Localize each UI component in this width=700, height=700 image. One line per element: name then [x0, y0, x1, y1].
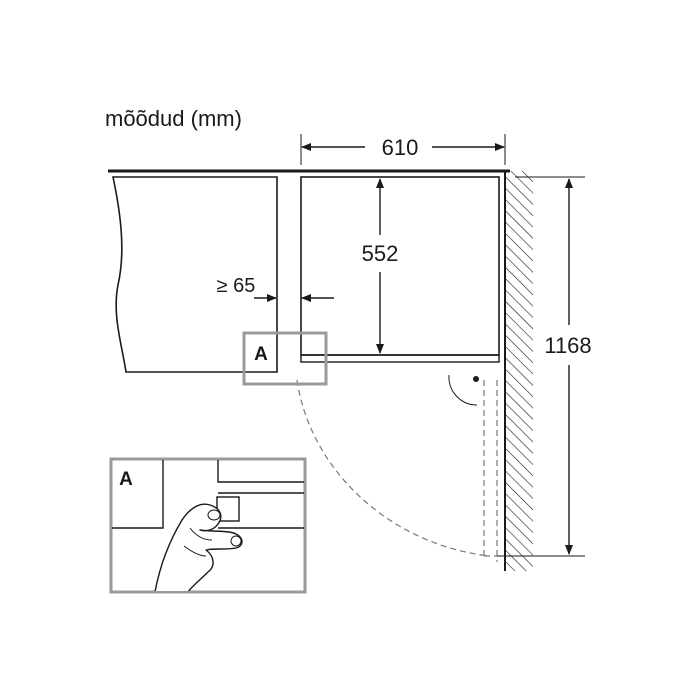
- appliance-body: [300, 176, 500, 356]
- inset-door: [218, 492, 304, 529]
- hinge-swing-arc: [448, 374, 478, 406]
- inset-marker-a: A: [119, 469, 133, 490]
- appliance-door: [300, 354, 500, 363]
- finger-nail: [230, 535, 242, 547]
- detail-marker-a: A: [254, 344, 268, 365]
- dim-610-label: 610: [382, 135, 419, 160]
- inset-adjacent-cabinet: [112, 460, 164, 529]
- inset-appliance-corner: [217, 460, 304, 483]
- door-swing-dashed-arc: [296, 379, 491, 557]
- thumb-nail: [207, 509, 221, 521]
- diagram-title: mõõdud (mm): [105, 106, 242, 131]
- dim-552-label: 552: [362, 241, 399, 266]
- hand-icon: [154, 503, 243, 591]
- detail-box-a: [242, 331, 328, 386]
- dim-gap-label: ≥ 65: [217, 275, 256, 297]
- dim-1168-label: 1168: [544, 333, 591, 358]
- adjacent-cabinet: [112, 176, 278, 373]
- inset-detail-a: A: [109, 457, 307, 594]
- hinge-icon: [473, 376, 479, 382]
- wall-hatch: [505, 171, 533, 571]
- hand-finger-lines: [183, 527, 213, 557]
